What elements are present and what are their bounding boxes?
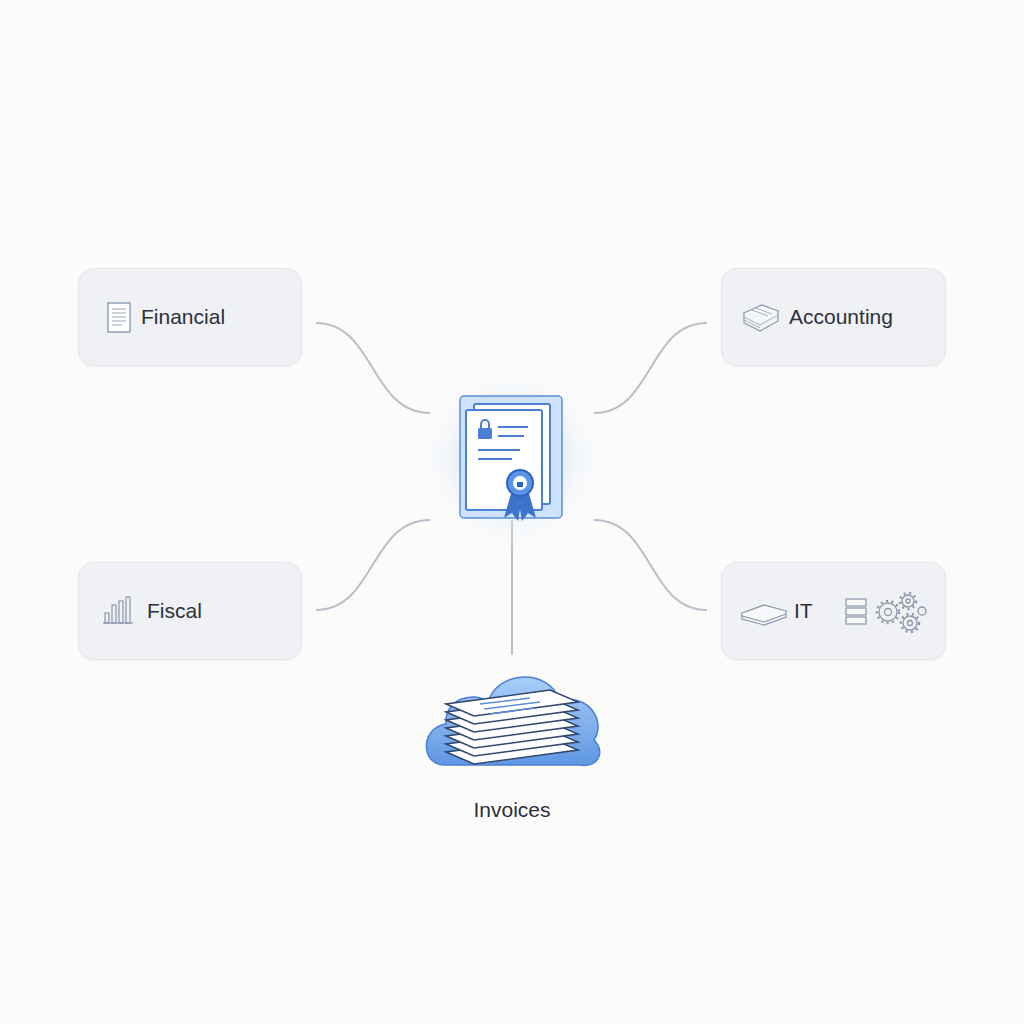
box-label: Accounting (789, 305, 893, 329)
category-box: Fiscal (78, 562, 302, 660)
category-box: IT (721, 562, 946, 660)
cloud-invoices-icon (426, 677, 599, 765)
icon-caption: Invoices (473, 798, 550, 822)
box-label: Fiscal (147, 599, 202, 623)
category-box: Accounting (721, 268, 946, 366)
document-icon (105, 301, 135, 335)
it-icons (738, 587, 938, 637)
bar-chart-icon (101, 593, 135, 627)
box-label: Financial (141, 305, 225, 329)
certificate-icon (417, 363, 607, 553)
box-label: IT (794, 599, 813, 623)
category-box: Financial (78, 268, 302, 366)
connector-lines (316, 323, 707, 655)
ledger-icon (740, 301, 782, 335)
